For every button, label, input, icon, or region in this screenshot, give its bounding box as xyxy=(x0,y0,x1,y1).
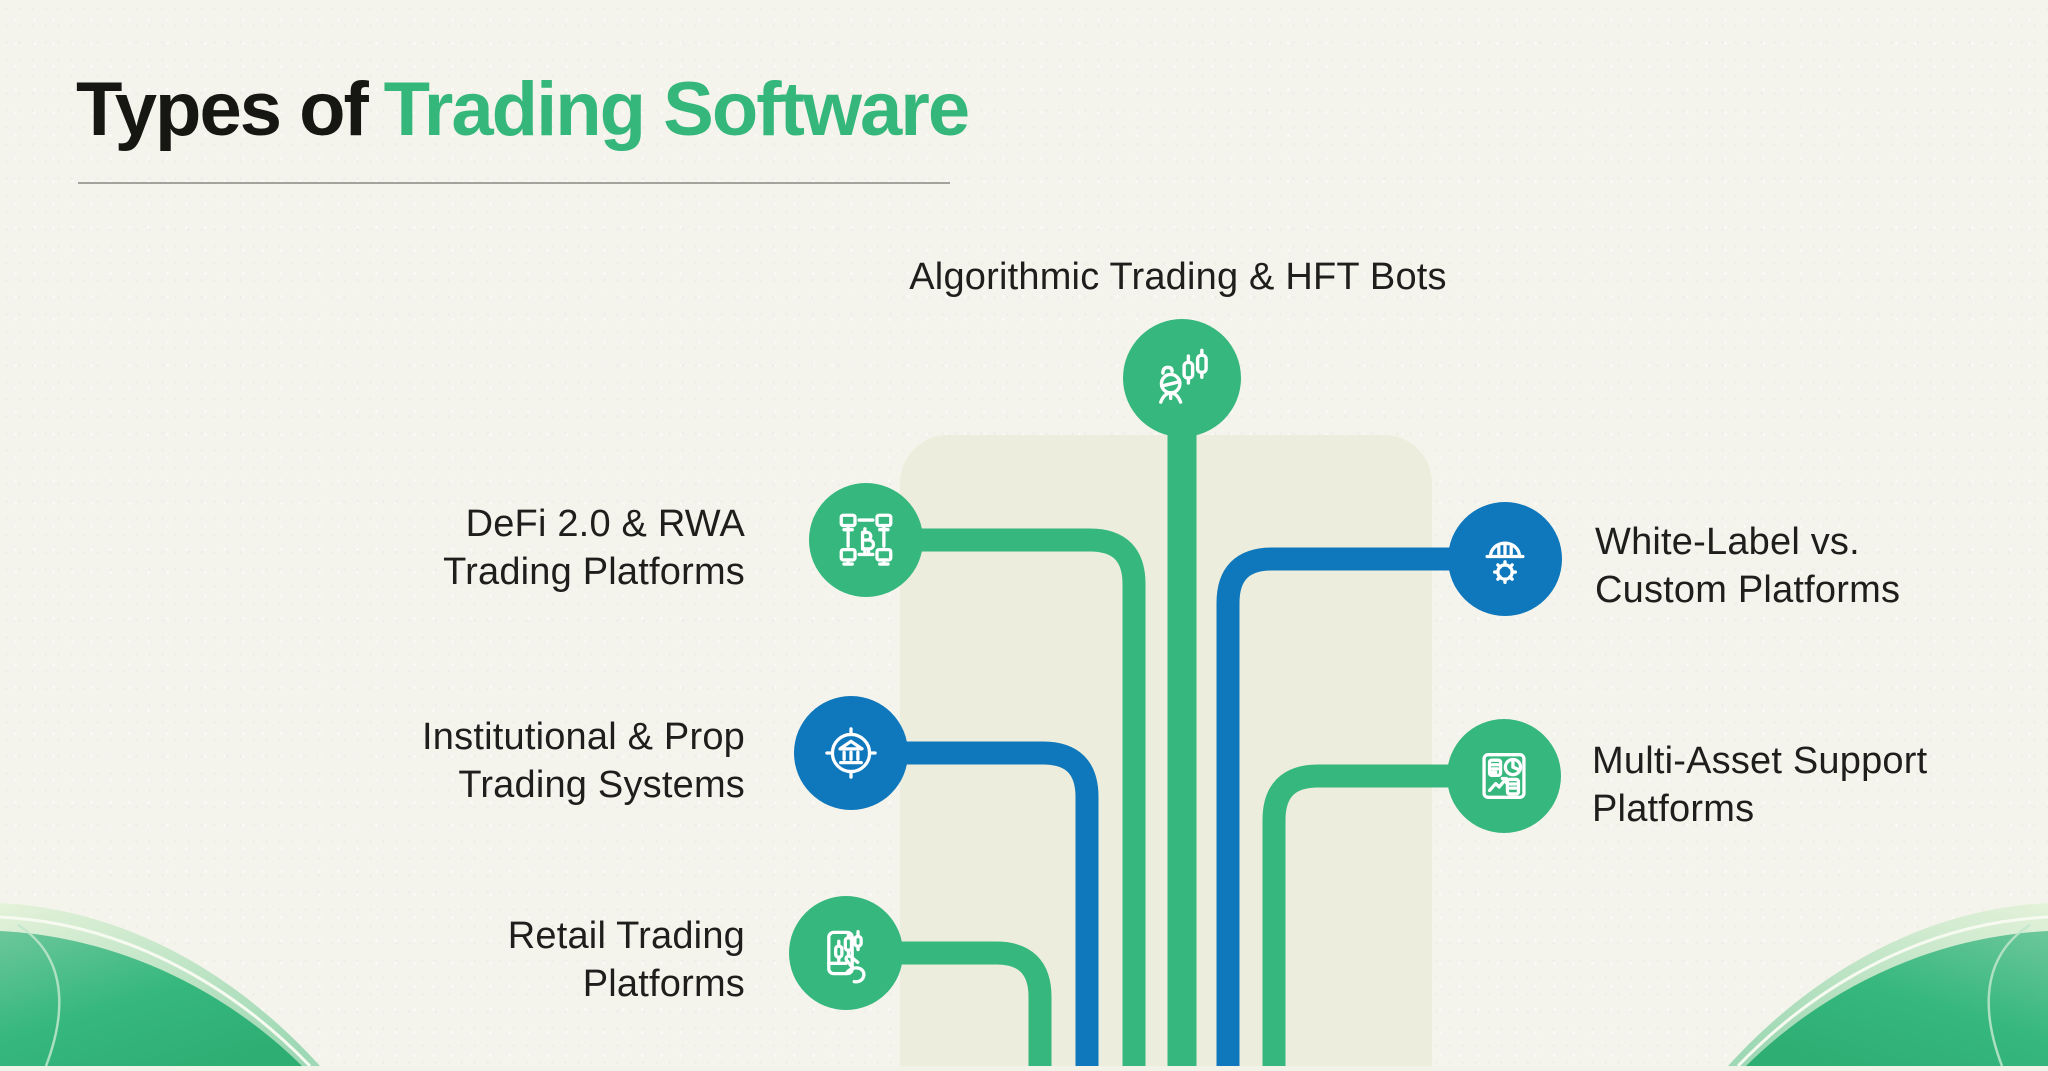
asset-dashboard-icon xyxy=(1471,743,1537,809)
label-multi-asset-line1: Multi-Asset Support xyxy=(1592,740,1928,782)
label-multi-asset: Multi-Asset Support Platforms xyxy=(1592,737,2048,833)
label-institutional-line2: Trading Systems xyxy=(458,764,745,806)
connector-multi-asset xyxy=(1262,764,1504,1066)
helmet-gear-icon xyxy=(1472,526,1538,592)
label-retail: Retail Trading Platforms xyxy=(325,912,745,1008)
label-institutional: Institutional & Prop Trading Systems xyxy=(285,713,745,809)
bottom-edge-strip xyxy=(0,1066,2048,1071)
label-defi: DeFi 2.0 & RWA Trading Platforms xyxy=(325,500,745,596)
algorithmic-node-badge xyxy=(1123,319,1241,437)
label-defi-line2: Trading Platforms xyxy=(443,551,745,593)
connector-retail xyxy=(846,941,1052,1066)
label-white-label-line1: White-Label vs. xyxy=(1595,521,1860,563)
label-white-label: White-Label vs. Custom Platforms xyxy=(1595,518,2025,614)
label-white-label-line2: Custom Platforms xyxy=(1595,569,1901,611)
title-prefix: Types of xyxy=(76,67,369,152)
blockchain-network-icon xyxy=(833,507,899,573)
connector-defi xyxy=(866,528,1146,1066)
label-multi-asset-line2: Platforms xyxy=(1592,788,1755,830)
mobile-trading-icon xyxy=(813,920,879,986)
multi-asset-node-badge xyxy=(1447,719,1561,833)
white-label-node-badge xyxy=(1448,502,1562,616)
trading-bot-icon xyxy=(1148,344,1216,412)
connector-white-label xyxy=(1216,547,1505,1066)
label-institutional-line1: Institutional & Prop xyxy=(422,716,745,758)
label-retail-line1: Retail Trading xyxy=(507,915,745,957)
connector-institutional xyxy=(851,741,1099,1066)
label-algorithmic: Algorithmic Trading & HFT Bots xyxy=(909,256,1447,298)
retail-node-badge xyxy=(789,896,903,1010)
bank-target-icon xyxy=(818,720,884,786)
title-underline xyxy=(78,182,950,184)
institutional-node-badge xyxy=(794,696,908,810)
title-highlight: Trading Software xyxy=(383,67,971,152)
label-retail-line2: Platforms xyxy=(582,963,745,1005)
label-defi-line1: DeFi 2.0 & RWA xyxy=(465,503,745,545)
defi-node-badge xyxy=(809,483,923,597)
